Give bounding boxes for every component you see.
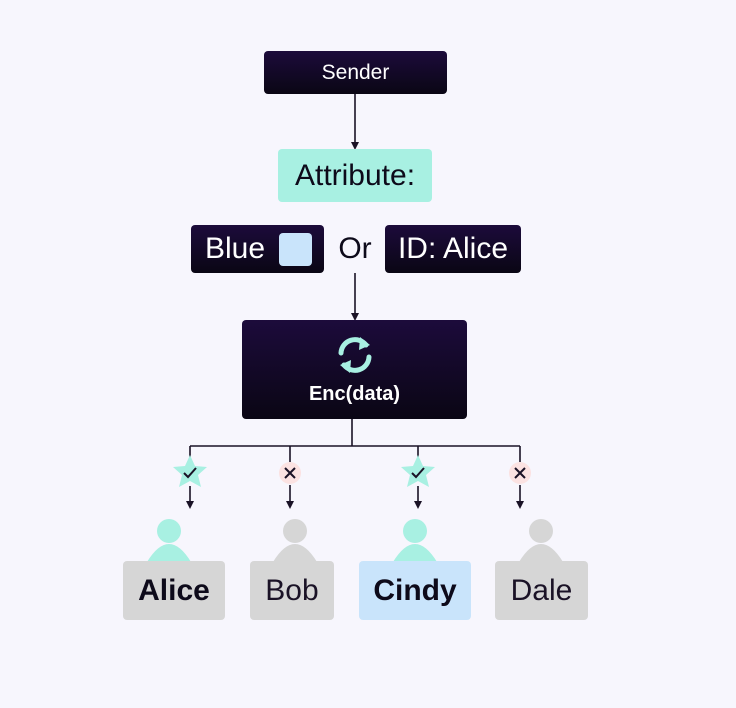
refresh-icon <box>338 337 371 373</box>
check-icon <box>173 455 207 487</box>
sender-label: Sender <box>321 60 390 84</box>
policy-blue-node: Blue <box>191 225 324 273</box>
check-icon <box>401 455 435 487</box>
encryption-label: Enc(data) <box>308 383 401 405</box>
policy-id-label: ID: Alice <box>397 232 509 265</box>
person-icon <box>147 519 191 562</box>
person-icon <box>273 519 317 562</box>
cross-icon <box>279 462 301 484</box>
encryption-node: Enc(data) <box>242 320 467 419</box>
policy-or-label: Or <box>338 232 372 265</box>
blue-color-swatch <box>279 232 313 266</box>
recipient-alice: Alice <box>123 561 225 620</box>
policy-id-node: ID: Alice <box>385 225 521 273</box>
cross-icon <box>509 462 531 484</box>
person-icon <box>519 519 563 562</box>
sender-node: Sender <box>264 51 447 94</box>
recipient-cindy: Cindy <box>359 561 471 620</box>
person-icon <box>393 519 437 562</box>
recipient-dale: Dale <box>495 561 588 620</box>
policy-blue-label: Blue <box>205 232 266 265</box>
recipient-bob: Bob <box>250 561 334 620</box>
attribute-node: Attribute: <box>278 149 432 202</box>
attribute-label: Attribute: <box>294 158 416 192</box>
